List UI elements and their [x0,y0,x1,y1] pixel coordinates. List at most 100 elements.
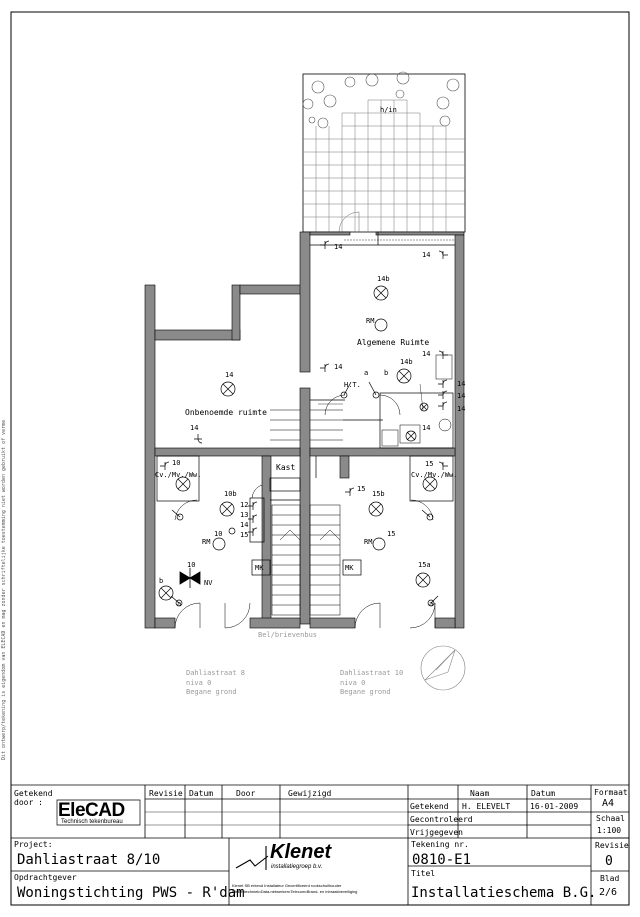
lamp-left-room [158,585,174,601]
tekening-label: Tekening nr. [411,840,469,849]
circuit-label: b [384,369,389,377]
circuit-label: 14b [377,275,390,283]
circuit-label: 10 [172,459,181,467]
row-vrijgegeven: Vrijgegeven [410,828,463,837]
schaal-label: Schaal [596,814,625,823]
getekend-naam: H. ELEVELT [462,802,511,811]
cv-label-left: Cv./Mv./Ww. [155,471,202,479]
klenet-logo-mark [235,846,269,870]
project-value: Dahliastraat 8/10 [17,852,161,868]
stairs [270,409,343,616]
circuit-label: a [429,600,434,608]
left-address-level: niva 0 [186,679,212,687]
circuit-label: 14b [400,358,413,366]
opdrachtgever-label: Opdrachtgever [14,873,77,882]
col-door: Door [236,789,256,798]
drawing-frame [10,11,630,906]
lamp-right-room [415,572,431,588]
interior-lines [156,232,455,576]
circuit-label: 14 [457,405,466,413]
titel-value: Installatieschema B.G. [411,885,597,901]
circuit-group-label: 12 [240,501,249,509]
circuit-label: 14 [190,424,199,432]
circuit-label: 15 [357,485,366,493]
mk-label-right: MK [345,564,354,572]
lamp-symbols [158,285,438,601]
lamp-right-hall [368,501,384,517]
garden-terrace [302,71,466,233]
circuit-label: 14 [225,371,234,379]
lamp-toilet [419,402,429,412]
col-naam: Naam [470,789,490,798]
opdrachtgever-value: Woningstichting PWS - R'dam [17,885,245,901]
rm-label-left: RM [202,538,211,546]
klenet-logo: Klenet [270,841,332,863]
side-copyright-text: Dit ontwerp/tekening is eigendom van ELE… [1,420,7,760]
klenet-cert-line: Klenet SB erkend Installateur Gecertific… [232,883,342,888]
schaal-value: 1:100 [597,826,622,835]
circuit-label: 10 [214,530,223,538]
circuit-label: 14 [334,363,343,371]
circuit-group-label: 13 [240,511,249,519]
nv-symbol [179,568,201,588]
project-label: Project: [14,840,53,849]
lamp-left-hall [219,501,235,517]
circuit-label: a [364,369,369,377]
rm-label-right: RM [364,538,373,546]
lamp-left-cv [175,476,191,492]
room-label-general: Algemene Ruimte [357,338,430,347]
title-block-lines [11,784,629,905]
getekend-datum: 16-01-2009 [530,802,579,811]
left-address-street: Dahliastraat 8 [186,669,246,677]
smoke-detectors [212,318,388,551]
right-address-level: niva 0 [340,679,366,687]
circuit-label: 14 [334,243,343,251]
room-label-kast: Kast [276,463,296,472]
circuit-label: 10b [224,490,237,498]
ht-label: H.T. [344,381,361,389]
lamp-right-cv [422,476,438,492]
cv-label-right: Cv./Mv./Ww. [411,471,458,479]
circuit-label: 15 [425,460,434,468]
mailbox-label: Bel/brievenbus [258,631,318,639]
blad-label: Blad [600,874,620,883]
row-gecontroleerd: Gecontroleerd [410,815,473,824]
formaat-label: Formaat [594,788,628,797]
col-gewijzigd: Gewijzigd [288,789,332,798]
circuit-label: a [177,600,182,608]
col-revisie: Revisie [149,789,183,798]
tekening-value: 0810-E1 [412,852,472,868]
klenet-services-line: Elektrotechniek•Data-netwerken•Telecom•B… [232,889,358,894]
right-address-street: Dahliastraat 10 [340,669,404,677]
bathroom-fixtures [381,354,453,447]
circuit-label: b [159,577,164,585]
doors [174,394,436,629]
lamp-bathroom [405,430,417,442]
circuit-group-label: 15 [240,531,249,539]
garden-label: h/in [380,106,397,114]
north-arrow [420,645,466,691]
col-datum2: Datum [531,789,556,798]
lamp-general-room [373,285,389,301]
room-label-unnamed: Onbenoemde ruimte [185,408,267,417]
circuit-label: 15b [372,490,385,498]
elecad-logo: EleCAD [58,800,125,821]
circuit-label: 14 [422,424,431,432]
circuit-group-label: 14 [240,521,249,529]
lamp-unnamed-room [220,381,236,397]
switch-symbols [170,381,439,607]
revisie-value: 0 [605,854,613,869]
left-address-floor: Begane grond [186,688,237,696]
klenet-tagline: installatiegroep b.v. [271,864,323,870]
col-datum: Datum [189,789,214,798]
circuit-label: 14 [457,380,466,388]
right-address-floor: Begane grond [340,688,391,696]
circuit-label: 15 [387,530,396,538]
mk-label-left: MK [255,564,264,572]
revisie-label: Revisie [595,841,629,850]
circuit-label: 14 [422,350,431,358]
getekend-door-label: Getekend door : [14,789,53,807]
rm-label-general: RM [366,317,375,325]
nv-label: NV [204,579,213,587]
